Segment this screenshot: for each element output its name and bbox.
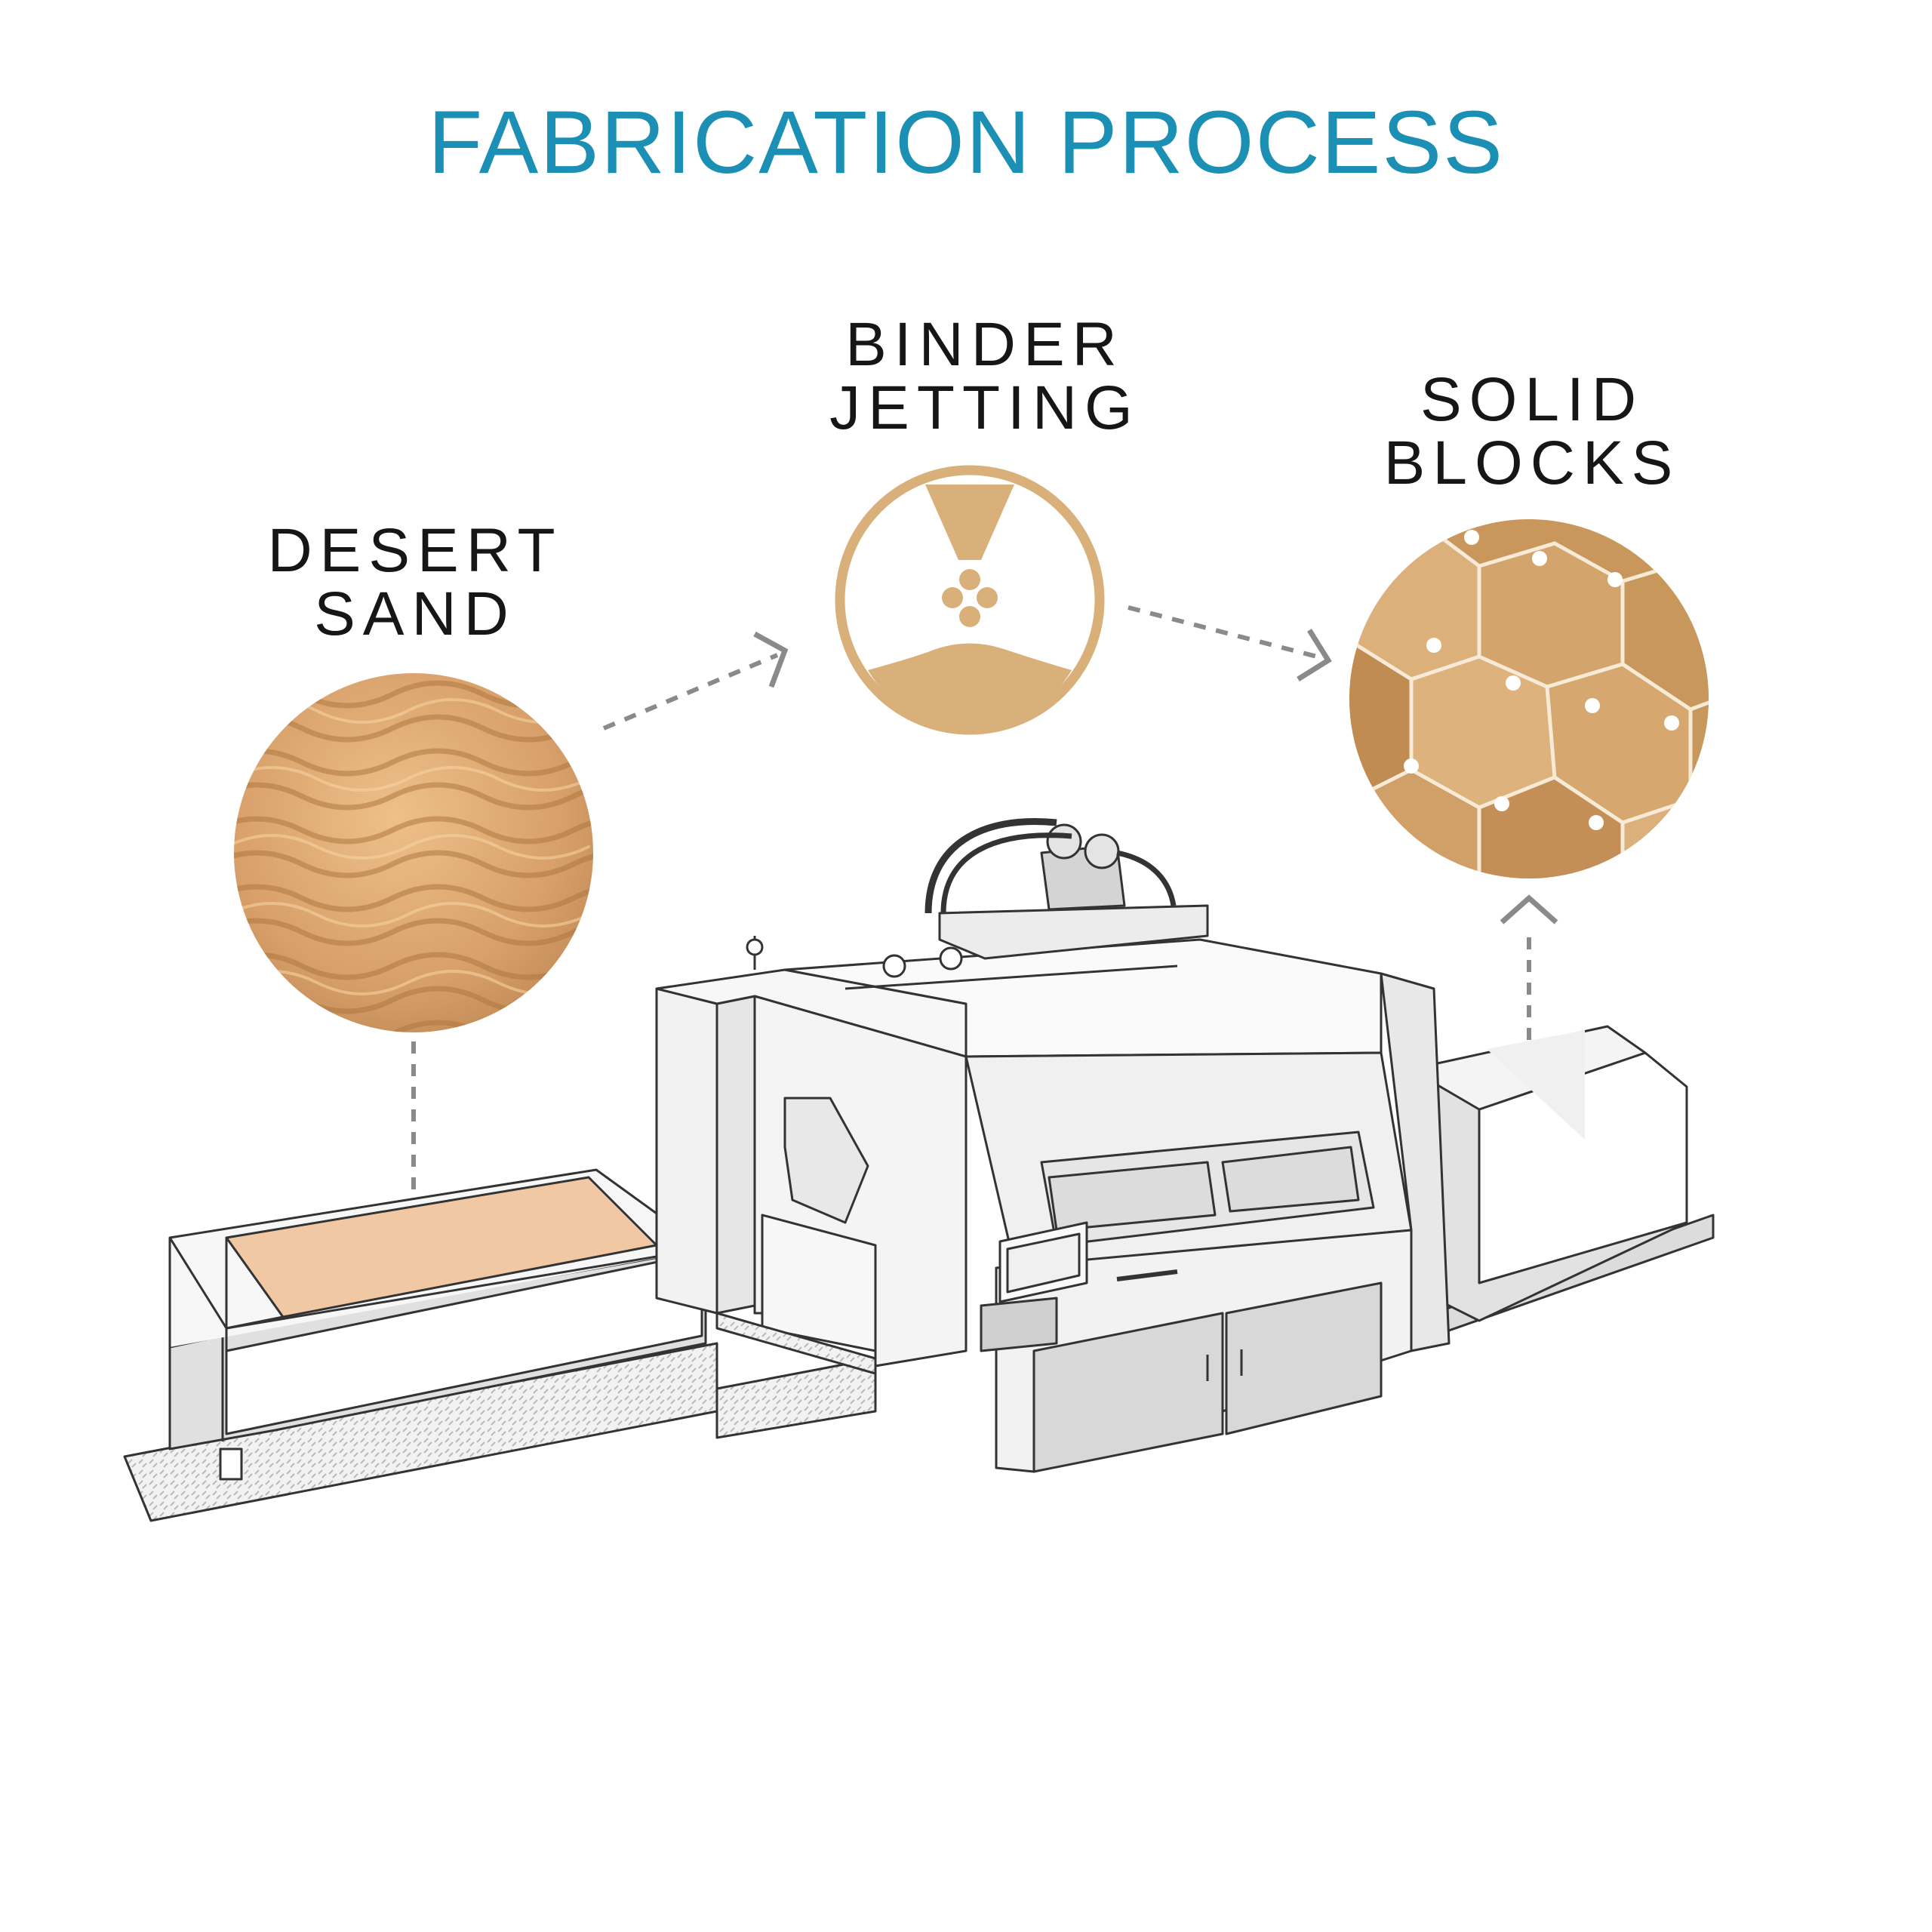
step-label-line: DESERT xyxy=(267,516,563,585)
step-label-line: JETTING xyxy=(829,373,1140,442)
base-plate-center xyxy=(715,1357,877,1439)
step-label-line: SAND xyxy=(314,579,516,648)
print-head-gantry xyxy=(938,904,1209,960)
step-label-binder-jetting: BINDER JETTING xyxy=(811,313,1158,439)
sand-input-bin xyxy=(168,1168,707,1481)
side-opening xyxy=(761,1214,877,1352)
cabinet-door-right xyxy=(1225,1281,1383,1435)
side-window xyxy=(783,1097,869,1224)
step-label-line: SOLID xyxy=(1420,365,1644,434)
solid-blocks-image xyxy=(1349,519,1709,878)
step-label-line: BLOCKS xyxy=(1383,428,1681,497)
step-label-solid-blocks: SOLID BLOCKS xyxy=(1358,368,1706,494)
printer-main-body xyxy=(655,818,1451,1473)
step-label-line: BINDER xyxy=(845,310,1124,379)
page-title: FABRICATION PROCESS xyxy=(428,93,1504,192)
desert-sand-image xyxy=(234,673,593,1032)
block-output-bin xyxy=(1432,1025,1688,1322)
cabinet-door-left xyxy=(1032,1312,1224,1473)
arrow-bin-up-to-blocks xyxy=(1500,894,1558,1040)
arrow-sand-to-jetting xyxy=(602,631,789,731)
arrow-jetting-to-blocks xyxy=(1128,605,1332,681)
binder-jetting-printer-illustration xyxy=(123,818,1715,1522)
step-label-desert-sand: DESERT SAND xyxy=(253,519,577,645)
binder-jetting-icon xyxy=(835,465,1105,735)
